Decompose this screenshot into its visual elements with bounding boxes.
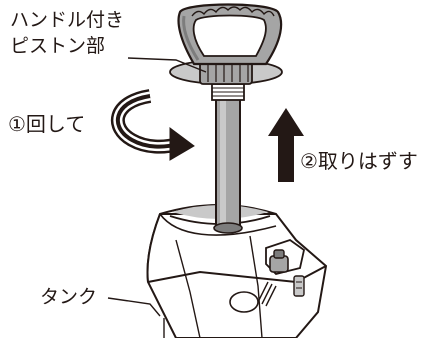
lift-arrow-icon — [268, 108, 304, 182]
piston-leader — [127, 57, 207, 73]
tank-leader — [107, 297, 161, 317]
tank-label: タンク — [40, 286, 97, 308]
cap-ribs — [207, 62, 249, 82]
rod-shaft — [215, 97, 241, 227]
tank-shoulder — [147, 265, 327, 284]
step2-label: ②取りはずす — [300, 149, 418, 173]
piston-cap — [169, 59, 283, 85]
tank — [107, 204, 328, 338]
tank-seam-right — [249, 235, 263, 338]
tank-grip-lines — [257, 281, 277, 307]
pump-connector — [265, 239, 306, 297]
rod-highlight — [220, 100, 226, 224]
rod-tip — [213, 222, 243, 234]
handle — [177, 3, 283, 66]
tank-seam-left — [175, 239, 201, 338]
piston-label-line1: ハンドル付き — [10, 9, 124, 31]
piston-rod — [211, 83, 245, 234]
step1-label: ①回して — [8, 112, 85, 136]
tank-oval-window — [229, 291, 259, 313]
rod-thread — [211, 83, 245, 101]
handle-grip-bumps — [191, 6, 275, 17]
rotate-arrow-icon — [110, 89, 195, 161]
piston-label-line2: ピストン部 — [10, 35, 105, 57]
handle-inner-hole — [192, 14, 267, 57]
tank-shoulder-inner — [159, 213, 277, 236]
rotate-arrow-head — [169, 127, 195, 161]
handle-shade — [182, 15, 200, 61]
